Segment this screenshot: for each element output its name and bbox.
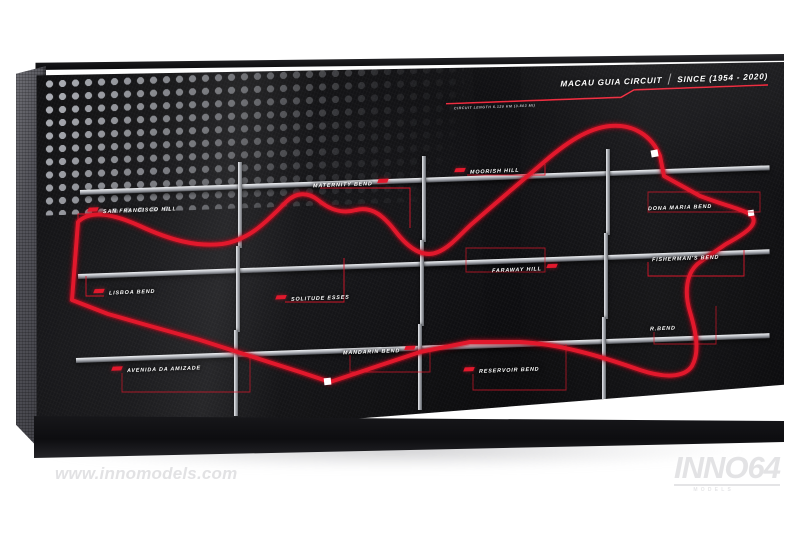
divider-post-1a bbox=[238, 162, 242, 248]
corner-label-reservoir-bend[interactable]: RESERVOIR BEND bbox=[463, 358, 539, 379]
divider-post-3c bbox=[602, 317, 606, 403]
corner-label-dona-maria-bend[interactable]: DONA MARIA BEND bbox=[648, 203, 713, 213]
corner-tick-icon bbox=[93, 288, 105, 293]
corner-label-san-francisco-hill[interactable]: SAN FRANCISCO HILL bbox=[87, 197, 177, 218]
divider-post-1c bbox=[606, 149, 610, 235]
acrylic-gloss-sweep bbox=[36, 62, 498, 444]
corner-tick-icon bbox=[111, 366, 123, 371]
circuit-title: MACAU GUIA CIRCUIT bbox=[560, 75, 663, 89]
divider-post-2c bbox=[604, 233, 608, 319]
corner-label-fishermans-bend[interactable]: FISHERMAN'S BEND bbox=[652, 254, 720, 264]
divider-post-2b bbox=[420, 240, 424, 326]
corner-label-lisboa-bend[interactable]: LISBOA BEND bbox=[93, 280, 155, 300]
divider-post-3a bbox=[234, 330, 238, 416]
corner-tick-icon bbox=[404, 345, 416, 350]
brand-logo-subtitle: MODELS bbox=[693, 487, 734, 493]
circuit-since: SINCE (1954 - 2020) bbox=[677, 71, 768, 85]
header-plate: MACAU GUIA CIRCUIT SINCE (1954 - 2020) C… bbox=[438, 70, 768, 128]
website-watermark: www.innomodels.com bbox=[55, 464, 238, 483]
corner-tick-icon bbox=[463, 366, 475, 372]
corner-label-maternity-bend[interactable]: MATERNITY BEND bbox=[313, 172, 389, 193]
corner-tick-icon bbox=[376, 178, 389, 183]
header-divider bbox=[667, 73, 672, 85]
brand-logo-text: INNO64 bbox=[674, 450, 781, 485]
corner-label-avenida-da-amizade[interactable]: AVENIDA DA AMIZADE bbox=[111, 356, 201, 377]
corner-label-solitude-esses[interactable]: SOLITUDE ESSES bbox=[275, 286, 350, 307]
brand-logo: INNO64 MODELS bbox=[674, 450, 781, 493]
divider-post-2a bbox=[236, 246, 240, 332]
corner-tick-icon bbox=[275, 294, 287, 300]
corner-tick-icon bbox=[454, 167, 466, 173]
divider-post-3b bbox=[418, 324, 422, 410]
brand-logo-number: 64 bbox=[747, 450, 781, 485]
corner-label-r-bend[interactable]: R.BEND bbox=[650, 325, 676, 333]
corner-label-moorish-hill[interactable]: MOORISH HILL bbox=[454, 159, 519, 179]
corner-tick-icon bbox=[87, 207, 99, 212]
header-red-rule bbox=[438, 84, 768, 105]
brand-logo-inno: INNO bbox=[674, 450, 748, 485]
corner-tick-icon bbox=[546, 263, 558, 268]
divider-post-1b bbox=[422, 156, 426, 242]
case-base bbox=[34, 416, 784, 458]
brand-logo-underline bbox=[674, 484, 780, 486]
corner-label-faraway-hill[interactable]: FARAWAY HILL bbox=[492, 257, 558, 277]
corner-label-mandarin-bend[interactable]: MANDARIN BEND bbox=[343, 339, 416, 360]
